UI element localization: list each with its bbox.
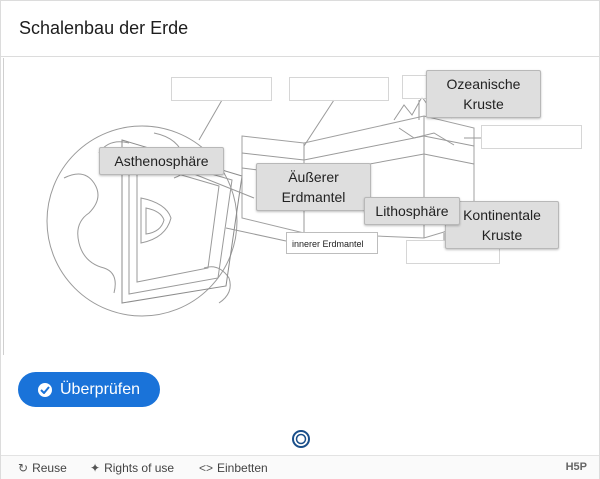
drop-zone-2[interactable] bbox=[289, 77, 389, 101]
page-title: Schalenbau der Erde bbox=[19, 18, 189, 38]
inner-core-center bbox=[145, 207, 165, 235]
progress-indicator-icon bbox=[292, 430, 310, 448]
drop-zone-6[interactable]: innerer Erdmantel bbox=[286, 232, 378, 254]
leader-line-1 bbox=[198, 99, 223, 141]
mountain-detail bbox=[398, 127, 455, 146]
reuse-link[interactable]: ↻ Reuse bbox=[18, 461, 67, 475]
footer: ↻ Reuse ✦ Rights of use <> Einbetten H5P bbox=[1, 455, 599, 479]
crust-line-1 bbox=[241, 135, 475, 161]
inner-core bbox=[140, 197, 172, 244]
leader-line-5 bbox=[225, 227, 287, 242]
drop-zone-1[interactable] bbox=[171, 77, 272, 101]
code-icon: <> bbox=[199, 461, 214, 475]
outer-core-layer bbox=[136, 161, 220, 283]
draggable-ozeanische-kruste[interactable]: Ozeanische Kruste bbox=[426, 70, 541, 118]
leader-line-2 bbox=[303, 99, 335, 147]
embed-link[interactable]: <> Einbetten bbox=[199, 461, 268, 475]
header: Schalenbau der Erde bbox=[1, 1, 599, 57]
handshake-icon: ✦ bbox=[90, 461, 101, 475]
draggable-asthenosphaere[interactable]: Asthenosphäre bbox=[99, 147, 224, 175]
reuse-icon: ↻ bbox=[18, 461, 29, 475]
check-button-label: Überprüfen bbox=[60, 380, 141, 398]
draggable-lithosphaere[interactable]: Lithosphäre bbox=[364, 197, 460, 225]
drag-and-drop-stage: innerer Erdmantel Ozeanische Kruste Asth… bbox=[3, 58, 599, 355]
rights-of-use-link[interactable]: ✦ Rights of use bbox=[90, 461, 175, 475]
drop-zone-4[interactable] bbox=[481, 125, 582, 149]
draggable-kontinentale-kruste[interactable]: Kontinentale Kruste bbox=[445, 201, 559, 249]
continent-outline-1 bbox=[63, 173, 116, 294]
checkmark-icon bbox=[38, 382, 52, 397]
h5p-logo: H5P bbox=[565, 461, 587, 473]
check-button[interactable]: Überprüfen bbox=[18, 372, 160, 407]
draggable-aeusserer-erdmantel[interactable]: Äußerer Erdmantel bbox=[256, 163, 371, 211]
continent-outline-3 bbox=[203, 266, 231, 304]
globe-outline bbox=[46, 125, 238, 317]
